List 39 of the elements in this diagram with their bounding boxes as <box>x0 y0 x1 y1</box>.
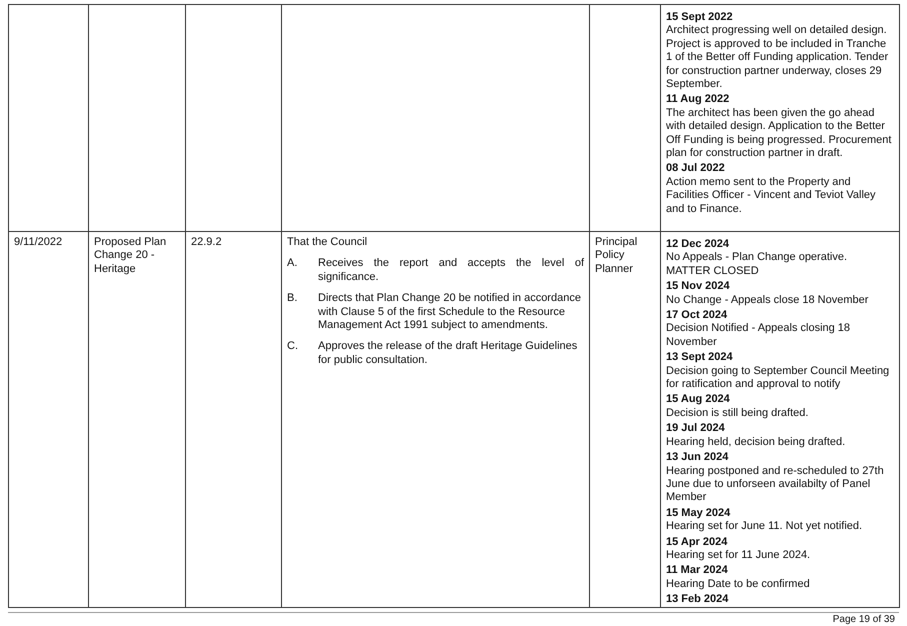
status-note: Hearing set for June 11. Not yet notified. <box>666 520 864 534</box>
status-note: Architect progressing well on detailed design. Project is approved to be included in Tranche 1 of the Better off Funding application. Tender for construction partner underway, closes 29 September. <box>666 24 890 92</box>
item-text: Receives the report and accepts the level of significance. <box>318 257 584 284</box>
status-note: Hearing Date to be confirmed <box>666 578 811 592</box>
status-date: 17 Oct 2024 <box>666 309 728 322</box>
page-number: Page 19 of 39 <box>832 614 895 626</box>
status-date: 15 May 2024 <box>666 506 732 520</box>
item-letter: A. <box>287 257 298 272</box>
status-date: 15 Aug 2024 <box>666 393 731 407</box>
status-date: 19 Jul 2024 <box>666 422 726 436</box>
status-note: No Appeals - Plan Change operative. MATTER CLOSED <box>666 251 848 278</box>
status-date: 15 Nov 2024 <box>666 280 731 294</box>
status-date: 11 Mar 2024 <box>666 564 729 578</box>
status-date: 08 Jul 2022 <box>666 162 726 176</box>
item-letter: B. <box>287 292 298 306</box>
item-text: Directs that Plan Change 20 be notified in accordance with Clause 5 of the first Schedule to the Resource Management Act 1991 subject to amendments. <box>318 292 582 332</box>
item-text: Approves the release of the draft Heritage Guidelines for public consultation. <box>318 340 578 368</box>
status-date: 12 Dec 2024 <box>666 238 730 252</box>
officer-text: Principal Policy Planner <box>595 236 638 276</box>
status-date: 15 Sept 2022 <box>666 11 734 24</box>
status-date: 13 Feb 2024 <box>666 593 730 607</box>
item-number: 22.9.2 <box>191 236 223 250</box>
status-date: 13 Sept 2024 <box>666 351 734 365</box>
status-note: Hearing set for 11 June 2024. <box>666 548 812 562</box>
status-note: The architect has been given the go ahead with detailed design. Application to the Better Off Funding is being progressed. Procurement plan for construction partner in draft. <box>666 106 892 160</box>
resolution-intro: That the Council <box>287 236 368 250</box>
item-letter: C. <box>287 340 299 354</box>
topic-text: Proposed Plan Change 20 - Heritage <box>94 236 168 276</box>
status-note: Decision going to September Council Meeting for ratification and approval to notify <box>666 364 890 392</box>
status-date: 15 Apr 2024 <box>666 536 728 549</box>
date-text: 9/11/2022 <box>14 236 64 250</box>
status-note: Decision is still being drafted. <box>666 406 810 420</box>
status-note: Hearing held, decision being drafted. <box>666 436 846 450</box>
status-note: No Change - Appeals close 18 November <box>666 294 870 308</box>
status-note: Action memo sent to the Property and Facilities Officer - Vincent and Teviot Valley and to Finance. <box>666 176 877 216</box>
status-date: 11 Aug 2022 <box>666 93 730 107</box>
status-note: Hearing postponed and re-scheduled to 27th June due to unforseen availabilty of Panel Member <box>666 464 885 505</box>
status-note: Decision Notified - Appeals closing 18 November <box>666 322 852 350</box>
status-date: 13 Jun 2024 <box>666 451 730 464</box>
